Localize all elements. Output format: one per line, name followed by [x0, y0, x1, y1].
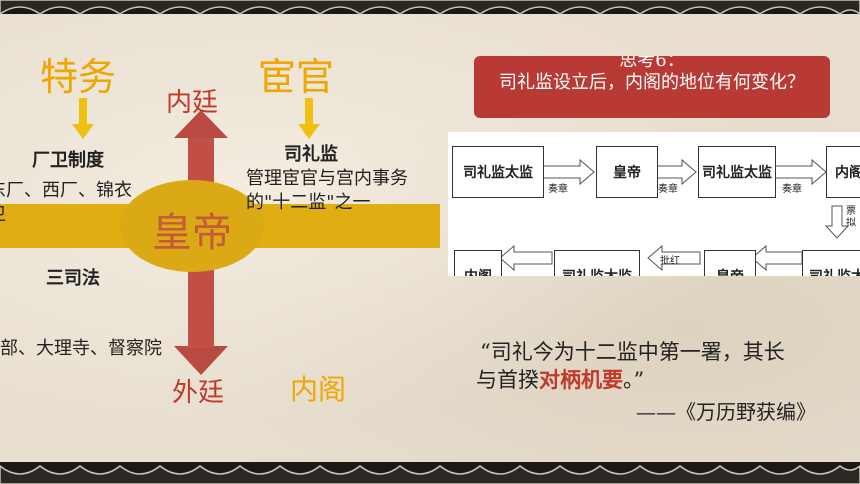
flow-label-4: 批红 [660, 256, 680, 267]
flow-node-3: 司礼监太监 [698, 146, 776, 198]
flow-node-5: 内阁 [454, 250, 502, 276]
flow-label-3: 奏章 [782, 184, 802, 195]
huanguan-label: 宦官 [258, 55, 335, 99]
changwei-desc-1: 东厂、西厂、锦衣 [0, 180, 132, 201]
up-arrow [174, 110, 228, 152]
question-line-2: 司礼监设立后，内阁的地位有何变化？ [499, 72, 805, 93]
silijian-title: 司礼监 [284, 144, 338, 165]
flow-node-6: 司礼监太监 [554, 250, 640, 276]
quote-line-2-post: 。” [623, 368, 645, 392]
quote-source: ——《万历野获编》 [636, 400, 816, 424]
arrow-to-changwei [72, 98, 94, 139]
flow-node-8: 司礼监太 [802, 250, 860, 276]
flow-label-2: 奏章 [658, 184, 678, 195]
silijian-desc-2: 的"十二监"之一 [246, 192, 371, 213]
flow-node-7: 皇帝 [704, 250, 756, 276]
cloud-border-top [0, 0, 860, 15]
quote-line-2: 与首揆对柄机要。” [476, 364, 644, 394]
tewu-label: 特务 [40, 55, 117, 99]
neige-label: 内阁 [290, 373, 347, 406]
flow-arrows [499, 158, 850, 272]
quote-emphasis: 对柄机要 [539, 367, 623, 392]
neiting-label: 内廷 [166, 88, 219, 118]
changwei-desc-2: 卫 [0, 200, 6, 226]
sansifa-title: 三司法 [46, 268, 100, 289]
silijian-desc-1: 管理宦官与宫内事务 [246, 168, 408, 189]
changwei-title: 厂卫制度 [32, 150, 104, 171]
quote-line-2-pre: 与首揆 [476, 368, 539, 392]
huangdi-label: 皇帝 [152, 210, 232, 256]
question-line-1: 思考6： [619, 56, 685, 71]
question-box: 思考6： 司礼监设立后，内阁的地位有何变化？ [474, 56, 830, 118]
down-arrow [174, 332, 228, 375]
flowchart: 司礼监太监 皇帝 司礼监太监 内阁 奏章 奏章 奏章 票拟 内阁 司礼监太监 皇… [448, 132, 860, 276]
flow-node-2: 皇帝 [596, 146, 658, 198]
waiting-label: 外廷 [172, 378, 225, 408]
cloud-border-bottom [0, 462, 860, 484]
quote-line-1: “司礼今为十二监中第一署，其长 [480, 340, 785, 364]
flow-label-1: 奏章 [548, 184, 568, 195]
flow-node-4: 内阁 [826, 146, 860, 198]
flow-label-down: 票拟 [846, 206, 856, 229]
sansifa-desc: 刑部、大理寺、督察院 [0, 338, 162, 359]
arrow-to-silijian [298, 98, 320, 139]
emperor-ellipse [120, 180, 264, 272]
flow-node-1: 司礼监太监 [452, 146, 544, 198]
center-diagram [0, 110, 440, 375]
